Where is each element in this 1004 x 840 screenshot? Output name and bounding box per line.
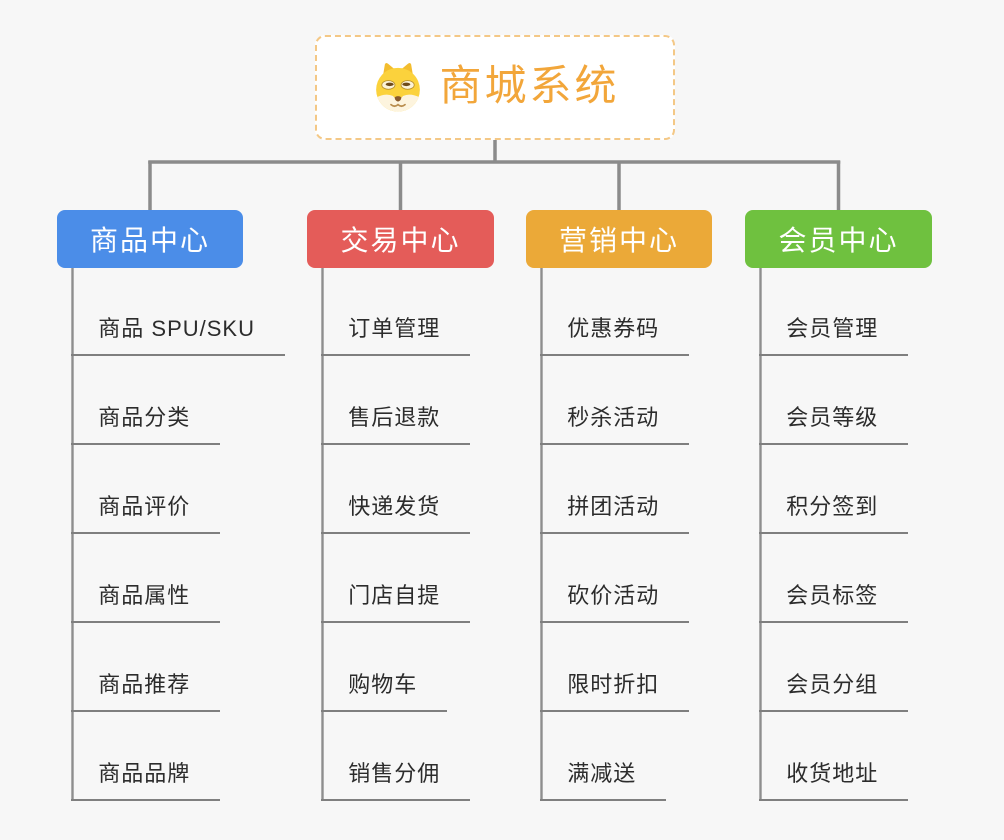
leaf-node[interactable]: 商品属性 <box>71 581 221 623</box>
leaf-node[interactable]: 快递发货 <box>321 492 471 534</box>
branch-label: 交易中心 <box>340 225 461 256</box>
leaf-node[interactable]: 商品品牌 <box>71 759 221 801</box>
branch-node-product-center[interactable]: 商品中心 <box>57 210 243 268</box>
branch-node-trade-center[interactable]: 交易中心 <box>307 210 494 268</box>
branch-label: 会员中心 <box>778 225 899 256</box>
leaf-node[interactable]: 限时折扣 <box>540 670 690 712</box>
leaf-node[interactable]: 拼团活动 <box>540 492 690 534</box>
leaf-node[interactable]: 会员等级 <box>759 403 909 445</box>
branch-label: 营销中心 <box>558 225 679 256</box>
leaf-node[interactable]: 商品推荐 <box>71 670 221 712</box>
leaf-node[interactable]: 收货地址 <box>759 759 909 801</box>
root-node[interactable]: 商城系统 <box>315 35 675 140</box>
dog-face-icon <box>370 60 426 116</box>
leaf-node[interactable]: 砍价活动 <box>540 581 690 623</box>
leaf-node[interactable]: 商品 SPU/SKU <box>71 314 285 356</box>
leaf-node[interactable]: 订单管理 <box>321 314 471 356</box>
leaf-node[interactable]: 购物车 <box>321 670 448 712</box>
leaf-node[interactable]: 门店自提 <box>321 581 471 623</box>
leaf-node[interactable]: 会员分组 <box>759 670 909 712</box>
leaf-node[interactable]: 积分签到 <box>759 492 909 534</box>
branch-node-member-center[interactable]: 会员中心 <box>745 210 932 268</box>
leaf-node[interactable]: 售后退款 <box>321 403 471 445</box>
root-title: 商城系统 <box>439 61 620 109</box>
leaf-node[interactable]: 商品评价 <box>71 492 221 534</box>
leaf-node[interactable]: 满减送 <box>540 759 667 801</box>
leaf-node[interactable]: 优惠券码 <box>540 314 690 356</box>
leaf-node[interactable]: 销售分佣 <box>321 759 471 801</box>
leaf-node[interactable]: 秒杀活动 <box>540 403 690 445</box>
leaf-node[interactable]: 会员标签 <box>759 581 909 623</box>
leaf-node[interactable]: 商品分类 <box>71 403 221 445</box>
branch-node-marketing-center[interactable]: 营销中心 <box>526 210 712 268</box>
leaf-node[interactable]: 会员管理 <box>759 314 909 356</box>
branch-label: 商品中心 <box>89 225 210 256</box>
